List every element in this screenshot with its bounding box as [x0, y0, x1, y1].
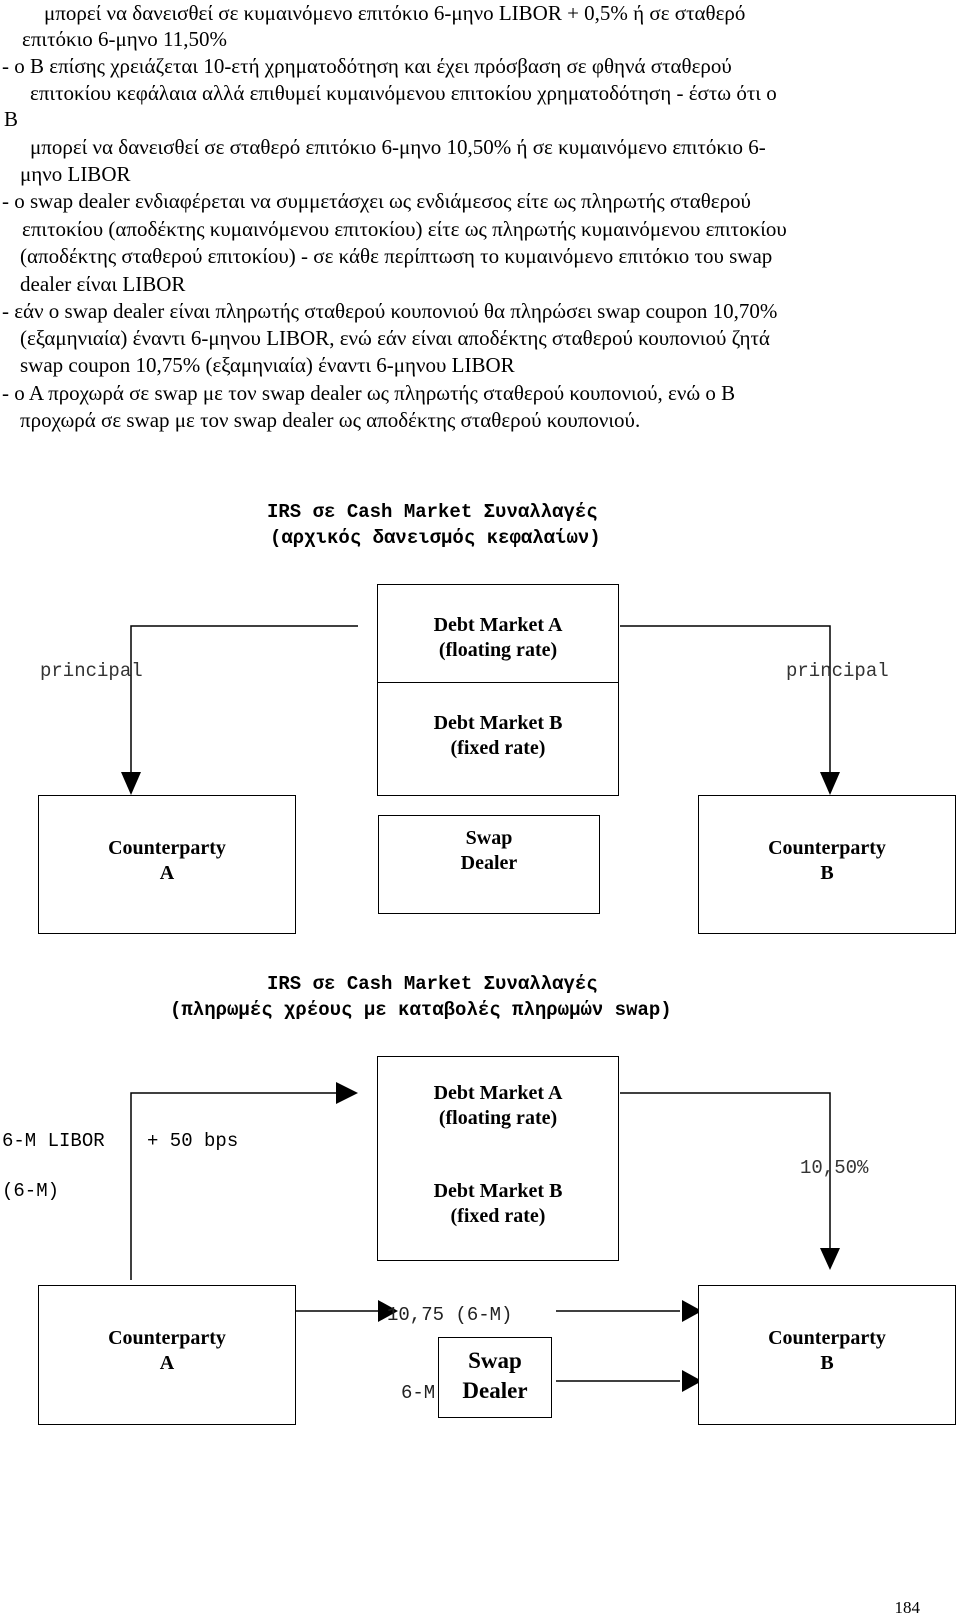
swap-dealer-box: Swap Dealer — [378, 815, 600, 914]
text-line: - εάν ο swap dealer είναι πληρωτής σταθε… — [2, 299, 778, 323]
debt-market-a-sub: (floating rate) — [438, 639, 558, 661]
counterparty-a-label: Counterparty — [108, 1327, 226, 1349]
debt-market-b-sub: (fixed rate) — [450, 1205, 546, 1227]
text-line: - ο Α προχωρά σε swap με τον swap dealer… — [2, 381, 736, 405]
principal-arrow-a — [130, 625, 358, 790]
counterparty-b-box: Counterparty B — [698, 1285, 956, 1425]
principal-label-right: principal — [786, 660, 889, 682]
principal-arrow-b — [620, 625, 831, 790]
arrow-head-icon — [820, 772, 840, 795]
text-line: επιτοκίου (αποδέκτης κυμαινόμενου επιτοκ… — [22, 217, 787, 241]
fixed-rate-b-label: 10,50% — [800, 1157, 869, 1179]
swap-dealer-label-2: Dealer — [462, 1378, 528, 1403]
swap-dealer-label: Swap — [468, 1348, 522, 1373]
swap-rate-label: 10,75 (6-M) — [387, 1304, 513, 1326]
text-line: - ο swap dealer ενδιαφέρεται να συμμετάσ… — [2, 189, 751, 213]
swap-dealer-box: Swap Dealer — [438, 1337, 552, 1418]
debt-market-b-label: Debt Market B — [433, 1180, 563, 1202]
arrow-head-icon — [121, 772, 141, 795]
counterparty-a-label: Counterparty — [108, 837, 226, 859]
debt-market-a-label: Debt Market A — [433, 1082, 563, 1104]
text-line: μηνο LIBOR — [20, 162, 131, 186]
text-line: (αποδέκτης σταθερού επιτοκίου) - σε κάθε… — [20, 244, 773, 268]
arrow-head-icon — [682, 1370, 702, 1392]
debt-markets-box: Debt Market A (floating rate) Debt Marke… — [377, 584, 619, 796]
debt-market-b-sub: (fixed rate) — [450, 737, 546, 759]
bps-label: + 50 bps — [147, 1130, 239, 1152]
counterparty-b-box: Counterparty B — [698, 795, 956, 934]
text-line: - ο Β επίσης χρειάζεται 10-ετή χρηματοδό… — [2, 54, 732, 78]
swap-dealer-label-2: Dealer — [460, 852, 518, 874]
diagram-subtitle: (πληρωμές χρέους με καταβολές πληρωμών s… — [170, 999, 672, 1021]
text-line: dealer είναι LIBOR — [20, 272, 186, 296]
text-line: μπορεί να δανεισθεί σε σταθερό επιτόκιο … — [30, 135, 766, 159]
arrow-head-icon — [682, 1300, 702, 1322]
libor-arrow-a — [130, 1092, 338, 1280]
six-month-label: (6-M) — [2, 1180, 60, 1202]
libor-label: 6-M LIBOR — [2, 1130, 105, 1152]
text-line: επιτοκίου κεφάλαια αλλά επιθυμεί κυμαινό… — [30, 81, 777, 105]
diagram-title: IRS σε Cash Market Συναλλαγές — [267, 973, 598, 995]
diagram-subtitle: (αρχικός δανεισμός κεφαλαίων) — [270, 527, 601, 549]
divider — [378, 682, 618, 683]
text-line: swap coupon 10,75% (εξαμηνιαία) έναντι 6… — [20, 353, 515, 377]
debt-market-a-sub: (floating rate) — [438, 1107, 558, 1129]
counterparty-a-box: Counterparty A — [38, 1285, 296, 1425]
arrow-head-icon — [336, 1082, 358, 1104]
principal-label-left: principal — [40, 660, 143, 682]
text-line: επιτόκιο 6-μηνο 11,50% — [22, 27, 227, 51]
six-month-partial-label: 6-M — [401, 1382, 436, 1404]
counterparty-b-letter: B — [820, 1352, 834, 1374]
debt-market-b-label: Debt Market B — [433, 712, 563, 734]
counterparty-b-label: Counterparty — [768, 837, 886, 859]
debt-markets-box: Debt Market A (floating rate) Debt Marke… — [377, 1056, 619, 1261]
counterparty-a-letter: A — [159, 862, 175, 884]
counterparty-b-letter: B — [820, 862, 834, 884]
text-line: μπορεί να δανεισθεί σε κυμαινόμενο επιτό… — [44, 1, 746, 25]
text-line: προχωρά σε swap με τον swap dealer ως απ… — [20, 408, 641, 432]
fixed-arrow-b — [620, 1092, 831, 1265]
arrow-head-icon — [378, 1300, 398, 1322]
counterparty-a-letter: A — [159, 1352, 175, 1374]
swap-dealer-label: Swap — [465, 827, 513, 849]
counterparty-a-box: Counterparty A — [38, 795, 296, 934]
diagram-title: IRS σε Cash Market Συναλλαγές — [267, 501, 598, 523]
text-line: (εξαμηνιαία) έναντι 6-μηνου LIBOR, ενώ ε… — [20, 326, 770, 350]
debt-market-a-label: Debt Market A — [433, 614, 563, 636]
arrow-head-icon — [820, 1248, 840, 1270]
text-line: Β — [4, 107, 19, 131]
counterparty-b-label: Counterparty — [768, 1327, 886, 1349]
page-number: 184 — [894, 1598, 921, 1617]
